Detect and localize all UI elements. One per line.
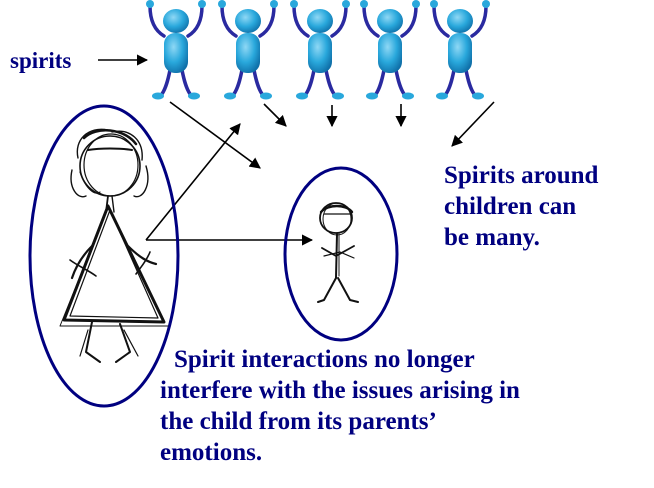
spirit-figure-icon	[144, 0, 208, 102]
spirit-figure-icon	[216, 0, 280, 102]
note-line: the child from its parents’	[160, 408, 437, 435]
note-line: Spirit interactions no longer	[174, 346, 475, 373]
child-sketch-icon	[317, 202, 359, 303]
spirit-to-child-arrow	[169, 101, 261, 169]
spirits-label: spirits	[10, 48, 72, 73]
parent-ellipse	[28, 104, 180, 408]
note-line: emotions.	[160, 439, 263, 466]
parent-sketch-icon	[59, 128, 169, 363]
note-line: children can	[444, 193, 577, 220]
spirit-figure-icon	[428, 0, 492, 102]
spirit-down-arrow-4	[451, 101, 495, 147]
spirit-figure-icon	[358, 0, 422, 102]
note-line: be many.	[444, 224, 540, 251]
spirits-around-note: Spirits around children can be many.	[444, 160, 649, 253]
child-ellipse	[283, 166, 399, 342]
spirit-row	[144, 0, 492, 102]
spirit-down-arrow-1	[263, 103, 287, 127]
spirit-figure-icon	[288, 0, 352, 102]
parent-to-spirits-arrow	[145, 123, 241, 241]
interactions-note: Spirit interactions no longer interfere …	[160, 344, 630, 468]
note-line: interfere with the issues arising in	[160, 377, 520, 404]
note-line: Spirits around	[444, 162, 599, 189]
